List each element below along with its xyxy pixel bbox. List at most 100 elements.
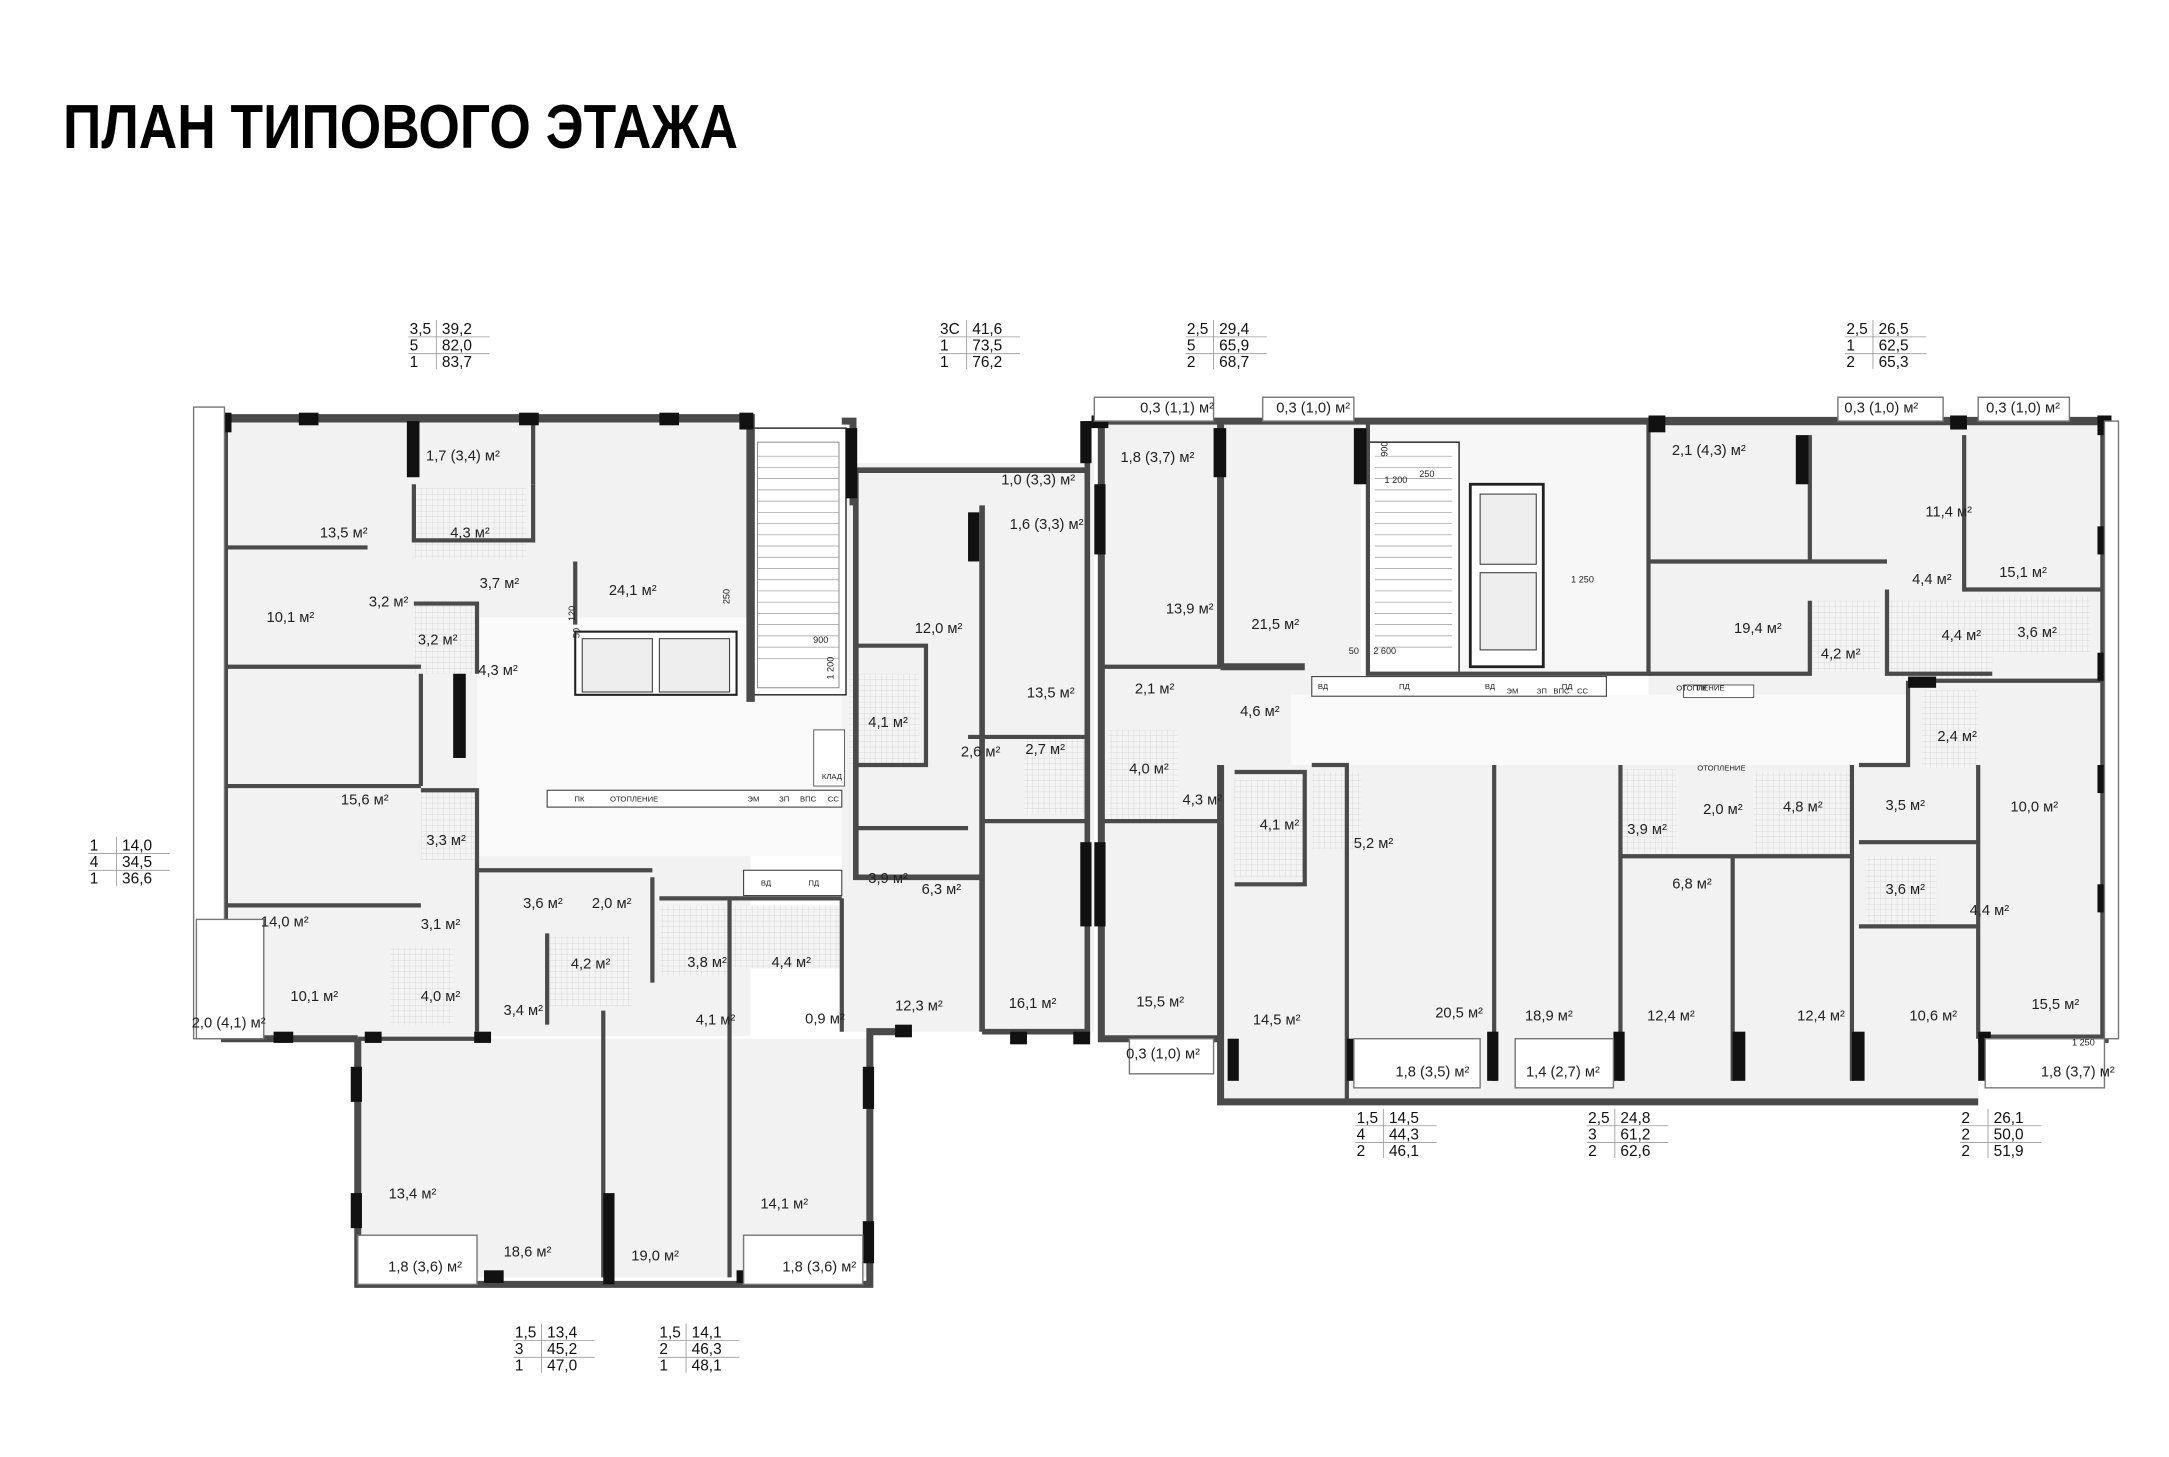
- room-area-label: 4,4 м²: [1970, 903, 2010, 919]
- room-area-label: 1,8 (3,6) м²: [782, 1260, 856, 1276]
- service-label: ВПС: [1553, 686, 1570, 695]
- service-label: СС: [1577, 686, 1589, 695]
- service-label: ВПС: [800, 794, 817, 803]
- apartment-table-value: 62,6: [1620, 1143, 1650, 1160]
- apartment-table-key: 4: [90, 854, 99, 871]
- room-area-label: 13,5 м²: [320, 526, 368, 542]
- apartment-table-value: 34,5: [122, 854, 152, 871]
- room-area-label: 3,6 м²: [523, 896, 563, 912]
- service-label: ВД: [761, 879, 772, 888]
- service-label: СС: [828, 794, 840, 803]
- room-area-label: 2,7 м²: [1025, 742, 1065, 758]
- room-area-label: 1,0 (3,3) м²: [1001, 472, 1075, 488]
- apartment-table-value: 14,1: [692, 1325, 722, 1342]
- room-area-label: 15,5 м²: [2031, 997, 2079, 1013]
- room-area-label: 1,4 (2,7) м²: [1526, 1065, 1600, 1081]
- apartment-table-value: 44,3: [1389, 1126, 1419, 1143]
- room-area-label: 0,9 м²: [805, 1011, 845, 1027]
- room-area-label: 24,1 м²: [609, 583, 657, 599]
- apartment-table-value: 14,5: [1389, 1110, 1419, 1127]
- service-label: ВД: [1318, 682, 1329, 691]
- room-area-label: 0,3 (1,1) м²: [1140, 401, 1214, 417]
- apartment-table-key: 1: [1846, 337, 1855, 354]
- service-label: ЭМ: [747, 794, 759, 803]
- room-area-label: 15,5 м²: [1136, 994, 1184, 1010]
- apartment-table-key: 5: [410, 337, 419, 354]
- room-area-label: 4,1 м²: [696, 1013, 736, 1029]
- dimension-label: 1 200: [1385, 475, 1408, 485]
- apartment-table-key: 4: [1357, 1126, 1366, 1143]
- service-label: ПД: [1562, 682, 1574, 691]
- apartment-table-value: 13,4: [547, 1325, 577, 1342]
- apartment-table-key: 2,5: [1187, 321, 1208, 338]
- room-area-label: 10,0 м²: [2010, 799, 2058, 815]
- room-area-label: 3,7 м²: [480, 576, 520, 592]
- room-area-label: 3,5 м²: [1885, 798, 1925, 814]
- dimension-label: 50: [1349, 646, 1359, 656]
- room-area-label: 2,6 м²: [961, 745, 1001, 761]
- room-area-label: 2,0 м²: [1703, 802, 1743, 818]
- dimension-label: 1 200: [825, 657, 835, 680]
- service-label: ОТОПЛЕНИЕ: [610, 794, 658, 803]
- room-area-label: 14,1 м²: [760, 1197, 808, 1213]
- service-label: ВД: [1485, 682, 1496, 691]
- apartment-table-key: 2: [1187, 354, 1196, 371]
- room-area-label: 0,3 (1,0) м²: [1844, 401, 1918, 417]
- room-area-label: 3,4 м²: [504, 1003, 544, 1019]
- apartment-table-key: 2,5: [1588, 1110, 1609, 1127]
- apartment-table-key: 1: [659, 1358, 668, 1375]
- apartment-table-value: 65,9: [1219, 337, 1249, 354]
- apartment-table-key: 1: [410, 354, 419, 371]
- apartment-table-value: 24,8: [1620, 1110, 1650, 1127]
- room-area-label: 1,8 (3,7) м²: [2041, 1065, 2115, 1081]
- room-area-label: 2,0 (4,1) м²: [192, 1015, 266, 1031]
- page-title: ПЛАН ТИПОВОГО ЭТАЖА: [63, 93, 739, 162]
- room-area-label: 13,5 м²: [1027, 686, 1075, 702]
- room-area-label: 0,3 (1,0) м²: [1276, 401, 1350, 417]
- apartment-table-key: 1: [940, 337, 949, 354]
- room-area-label: 1,7 (3,4) м²: [426, 448, 500, 464]
- apartment-table-value: 41,6: [972, 321, 1002, 338]
- service-label: ОТОПЛЕНИЕ: [1676, 684, 1724, 693]
- room-area-label: 3,6 м²: [1885, 882, 1925, 898]
- room-area-label: 1,6 (3,3) м²: [1010, 517, 1084, 533]
- apartment-table-key: 2: [1961, 1143, 1970, 1160]
- apartment-table-value: 36,6: [122, 870, 152, 887]
- apartment-table-value: 46,1: [1389, 1143, 1419, 1160]
- room-area-label: 4,1 м²: [1260, 818, 1300, 834]
- room-area-label: 4,1 м²: [868, 715, 908, 731]
- room-area-label: 4,0 м²: [1129, 761, 1169, 777]
- apartment-table-value: 26,5: [1879, 321, 1909, 338]
- room-area-label: 2,1 (4,3) м²: [1672, 443, 1746, 459]
- room-area-label: 4,0 м²: [421, 989, 461, 1005]
- service-label: КЛАД: [822, 772, 843, 781]
- apartment-table-value: 45,2: [547, 1341, 577, 1358]
- room-area-label: 5,2 м²: [1354, 836, 1394, 852]
- apartment-table-key: 2,5: [1846, 321, 1867, 338]
- room-area-label: 1,8 (3,6) м²: [388, 1260, 462, 1276]
- apartment-table-key: 1: [90, 870, 99, 887]
- room-area-label: 14,5 м²: [1253, 1013, 1301, 1029]
- dimension-label: 50: [571, 628, 581, 638]
- apartment-table-key: 1,5: [515, 1325, 536, 1342]
- room-area-label: 13,4 м²: [389, 1187, 437, 1203]
- service-label: ПК: [574, 794, 585, 803]
- room-area-label: 19,0 м²: [631, 1248, 679, 1264]
- utility-strips: [546, 676, 1755, 897]
- apartment-table-value: 51,9: [1994, 1143, 2024, 1160]
- apartment-table-value: 29,4: [1219, 321, 1249, 338]
- apartment-table-key: 1,5: [659, 1325, 680, 1342]
- room-area-label: 18,6 м²: [504, 1244, 552, 1260]
- room-area-label: 1,8 (3,5) м²: [1395, 1065, 1469, 1081]
- apartment-table-key: 1: [940, 354, 949, 371]
- room-area-label: 15,1 м²: [1999, 565, 2047, 581]
- apartment-table-key: 3: [1588, 1126, 1597, 1143]
